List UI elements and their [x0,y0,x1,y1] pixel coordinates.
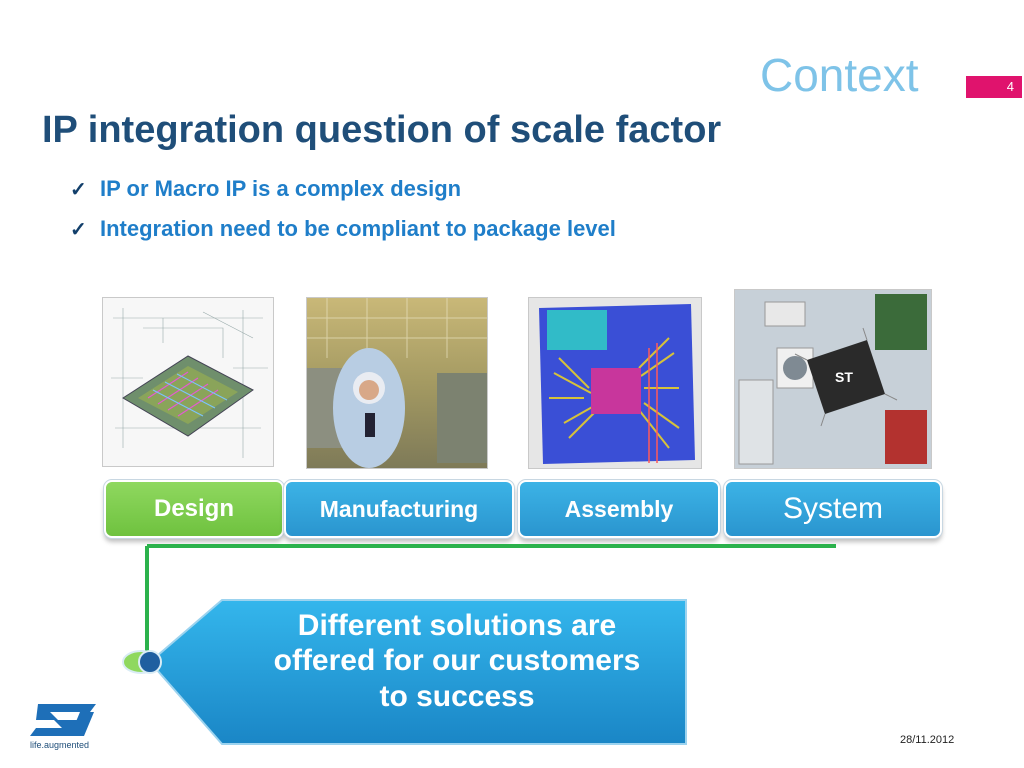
check-icon: ✓ [70,218,87,241]
page-number: 4 [1006,79,1014,94]
section-heading: Context [760,49,919,101]
design-photo [102,297,274,467]
stage-label: Manufacturing [319,495,479,522]
page-number-badge: 4 [966,76,1022,98]
callout-shape [148,599,687,745]
stage-manufacturing: Manufacturing [283,479,515,539]
connector-node [138,650,162,674]
svg-text:ST: ST [835,369,853,385]
stage-design: Design [103,479,285,539]
bullet-text: Integration need to be compliant to pack… [100,216,616,241]
bullet-item: ✓ Integration need to be compliant to pa… [70,216,616,242]
stage-label: System [782,492,884,525]
stage-label: Design [153,495,234,522]
slide-title: IP integration question of scale factor [42,109,722,151]
system-photo: ST [734,289,932,469]
stage-assembly: Assembly [517,479,721,539]
check-icon: ✓ [70,178,87,201]
stage-label: Assembly [564,495,674,522]
callout-text: Different solutions are offered for our … [273,609,641,713]
footer-date: 28/11.2012 [900,734,955,746]
stage-system: System [723,479,943,539]
bullet-item: ✓ IP or Macro IP is a complex design [70,176,461,202]
logo-tagline: life.augmented [30,740,90,750]
st-logo [28,702,98,743]
bullet-text: IP or Macro IP is a complex design [100,176,462,201]
manufacturing-photo [306,297,488,469]
assembly-photo [528,297,702,469]
